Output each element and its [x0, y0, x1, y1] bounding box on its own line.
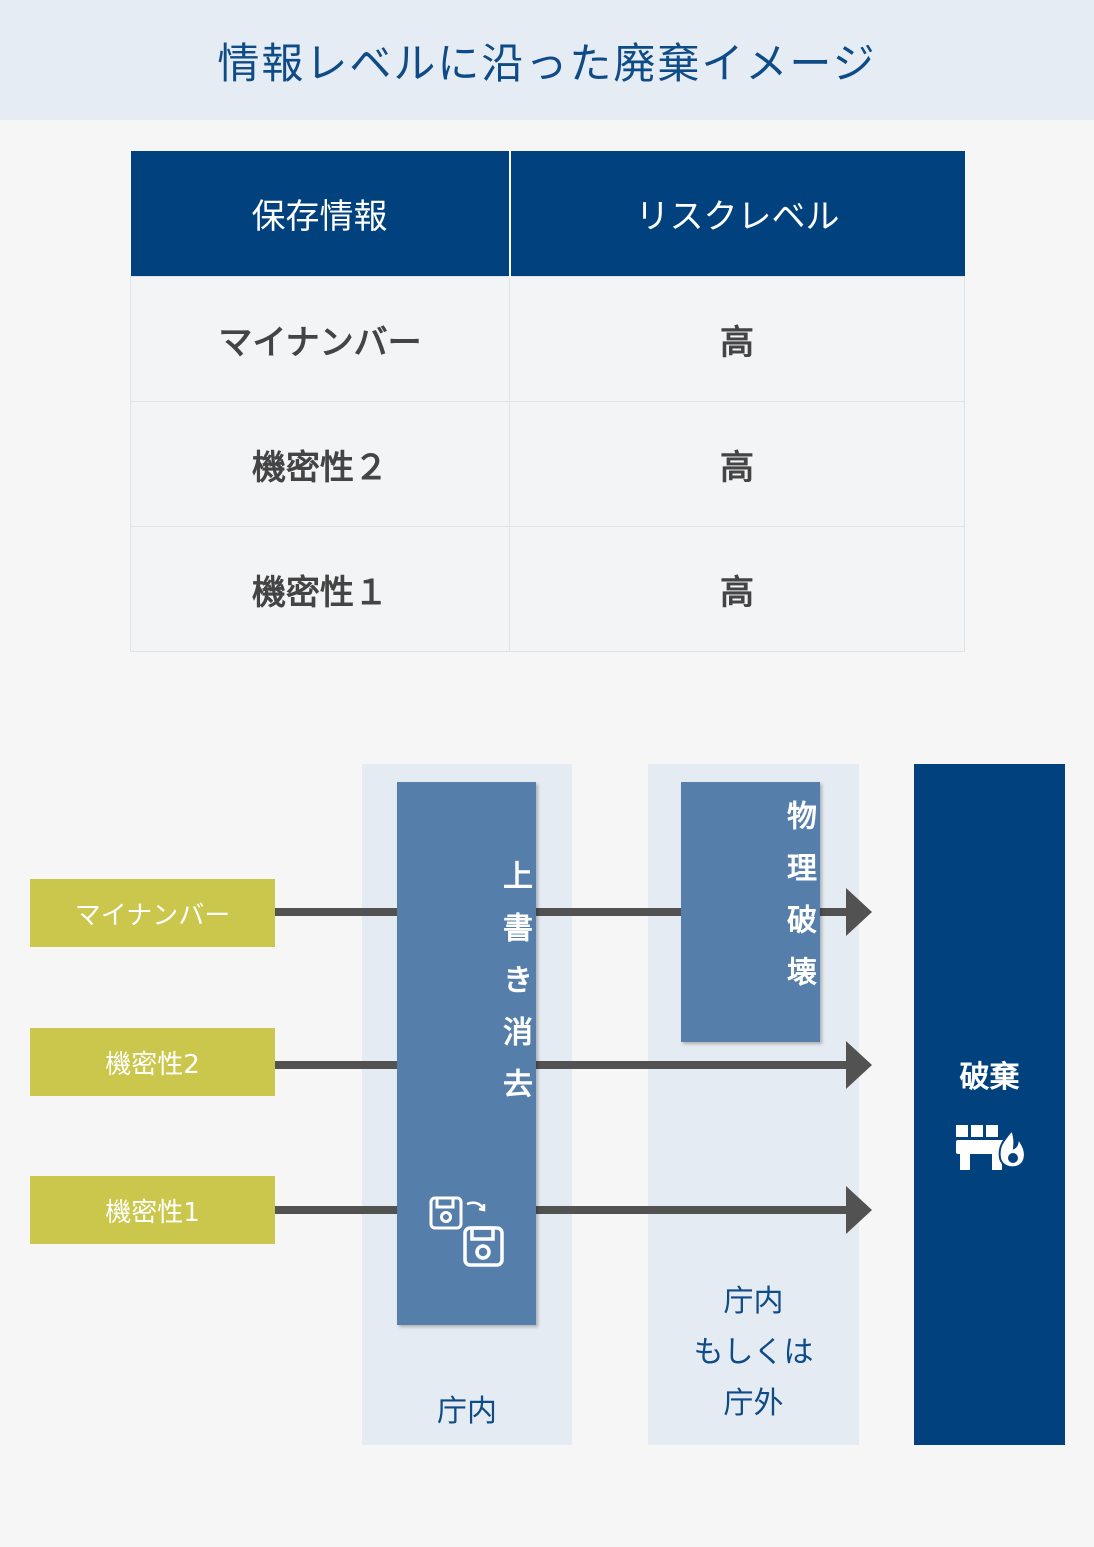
arrow-line-confidential1	[275, 1206, 851, 1214]
arrow-head-confidential1	[846, 1186, 872, 1234]
table-row: マイナンバー 高	[130, 276, 965, 402]
row-info: マイナンバー	[130, 276, 510, 402]
physical-location-line: 庁内	[723, 1284, 784, 1319]
table-row: 機密性２ 高	[130, 401, 965, 527]
arrow-head-confidential2	[846, 1041, 872, 1089]
arrow-line-mynumber	[275, 908, 851, 916]
overwrite-label: 上書き消去	[497, 860, 532, 1120]
row-risk: 高	[509, 526, 965, 652]
header-risk-level: リスクレベル	[509, 151, 965, 277]
physical-location-line: 庁外	[723, 1386, 784, 1421]
input-tag-confidential2: 機密性2	[30, 1028, 275, 1096]
row-info: 機密性２	[130, 401, 510, 527]
arrow-head-mynumber	[846, 888, 872, 936]
table-row: 機密性１ 高	[130, 526, 965, 652]
row-info: 機密性１	[130, 526, 510, 652]
table-header-row: 保存情報 リスクレベル	[130, 151, 965, 277]
header-stored-info: 保存情報	[130, 151, 511, 277]
physical-location: 庁内 もしくは 庁外	[648, 1276, 859, 1429]
row-risk: 高	[509, 401, 965, 527]
dispose-label: 破棄	[959, 1060, 1020, 1095]
shredder-fire-icon	[956, 1125, 1026, 1170]
input-tag-mynumber: マイナンバー	[30, 879, 275, 947]
arrow-line-confidential2	[275, 1061, 851, 1069]
title-banner: 情報レベルに沿った廃棄イメージ	[0, 0, 1094, 120]
risk-table: 保存情報 リスクレベル マイナンバー 高 機密性２ 高 機密性１ 高	[130, 151, 965, 652]
row-risk: 高	[509, 276, 965, 402]
page-title: 情報レベルに沿った廃棄イメージ	[217, 38, 877, 88]
overwrite-location: 庁内	[437, 1394, 497, 1429]
dispose-column: 破棄	[914, 764, 1065, 1445]
physical-label: 物理破壊	[781, 800, 816, 1008]
floppy-disk-copy-icon	[429, 1196, 504, 1267]
input-tag-confidential1: 機密性1	[30, 1176, 275, 1244]
physical-destruction-box: 物理破壊	[681, 782, 820, 1042]
physical-location-line: もしくは	[693, 1335, 814, 1370]
overwrite-box: 上書き消去	[397, 782, 536, 1325]
